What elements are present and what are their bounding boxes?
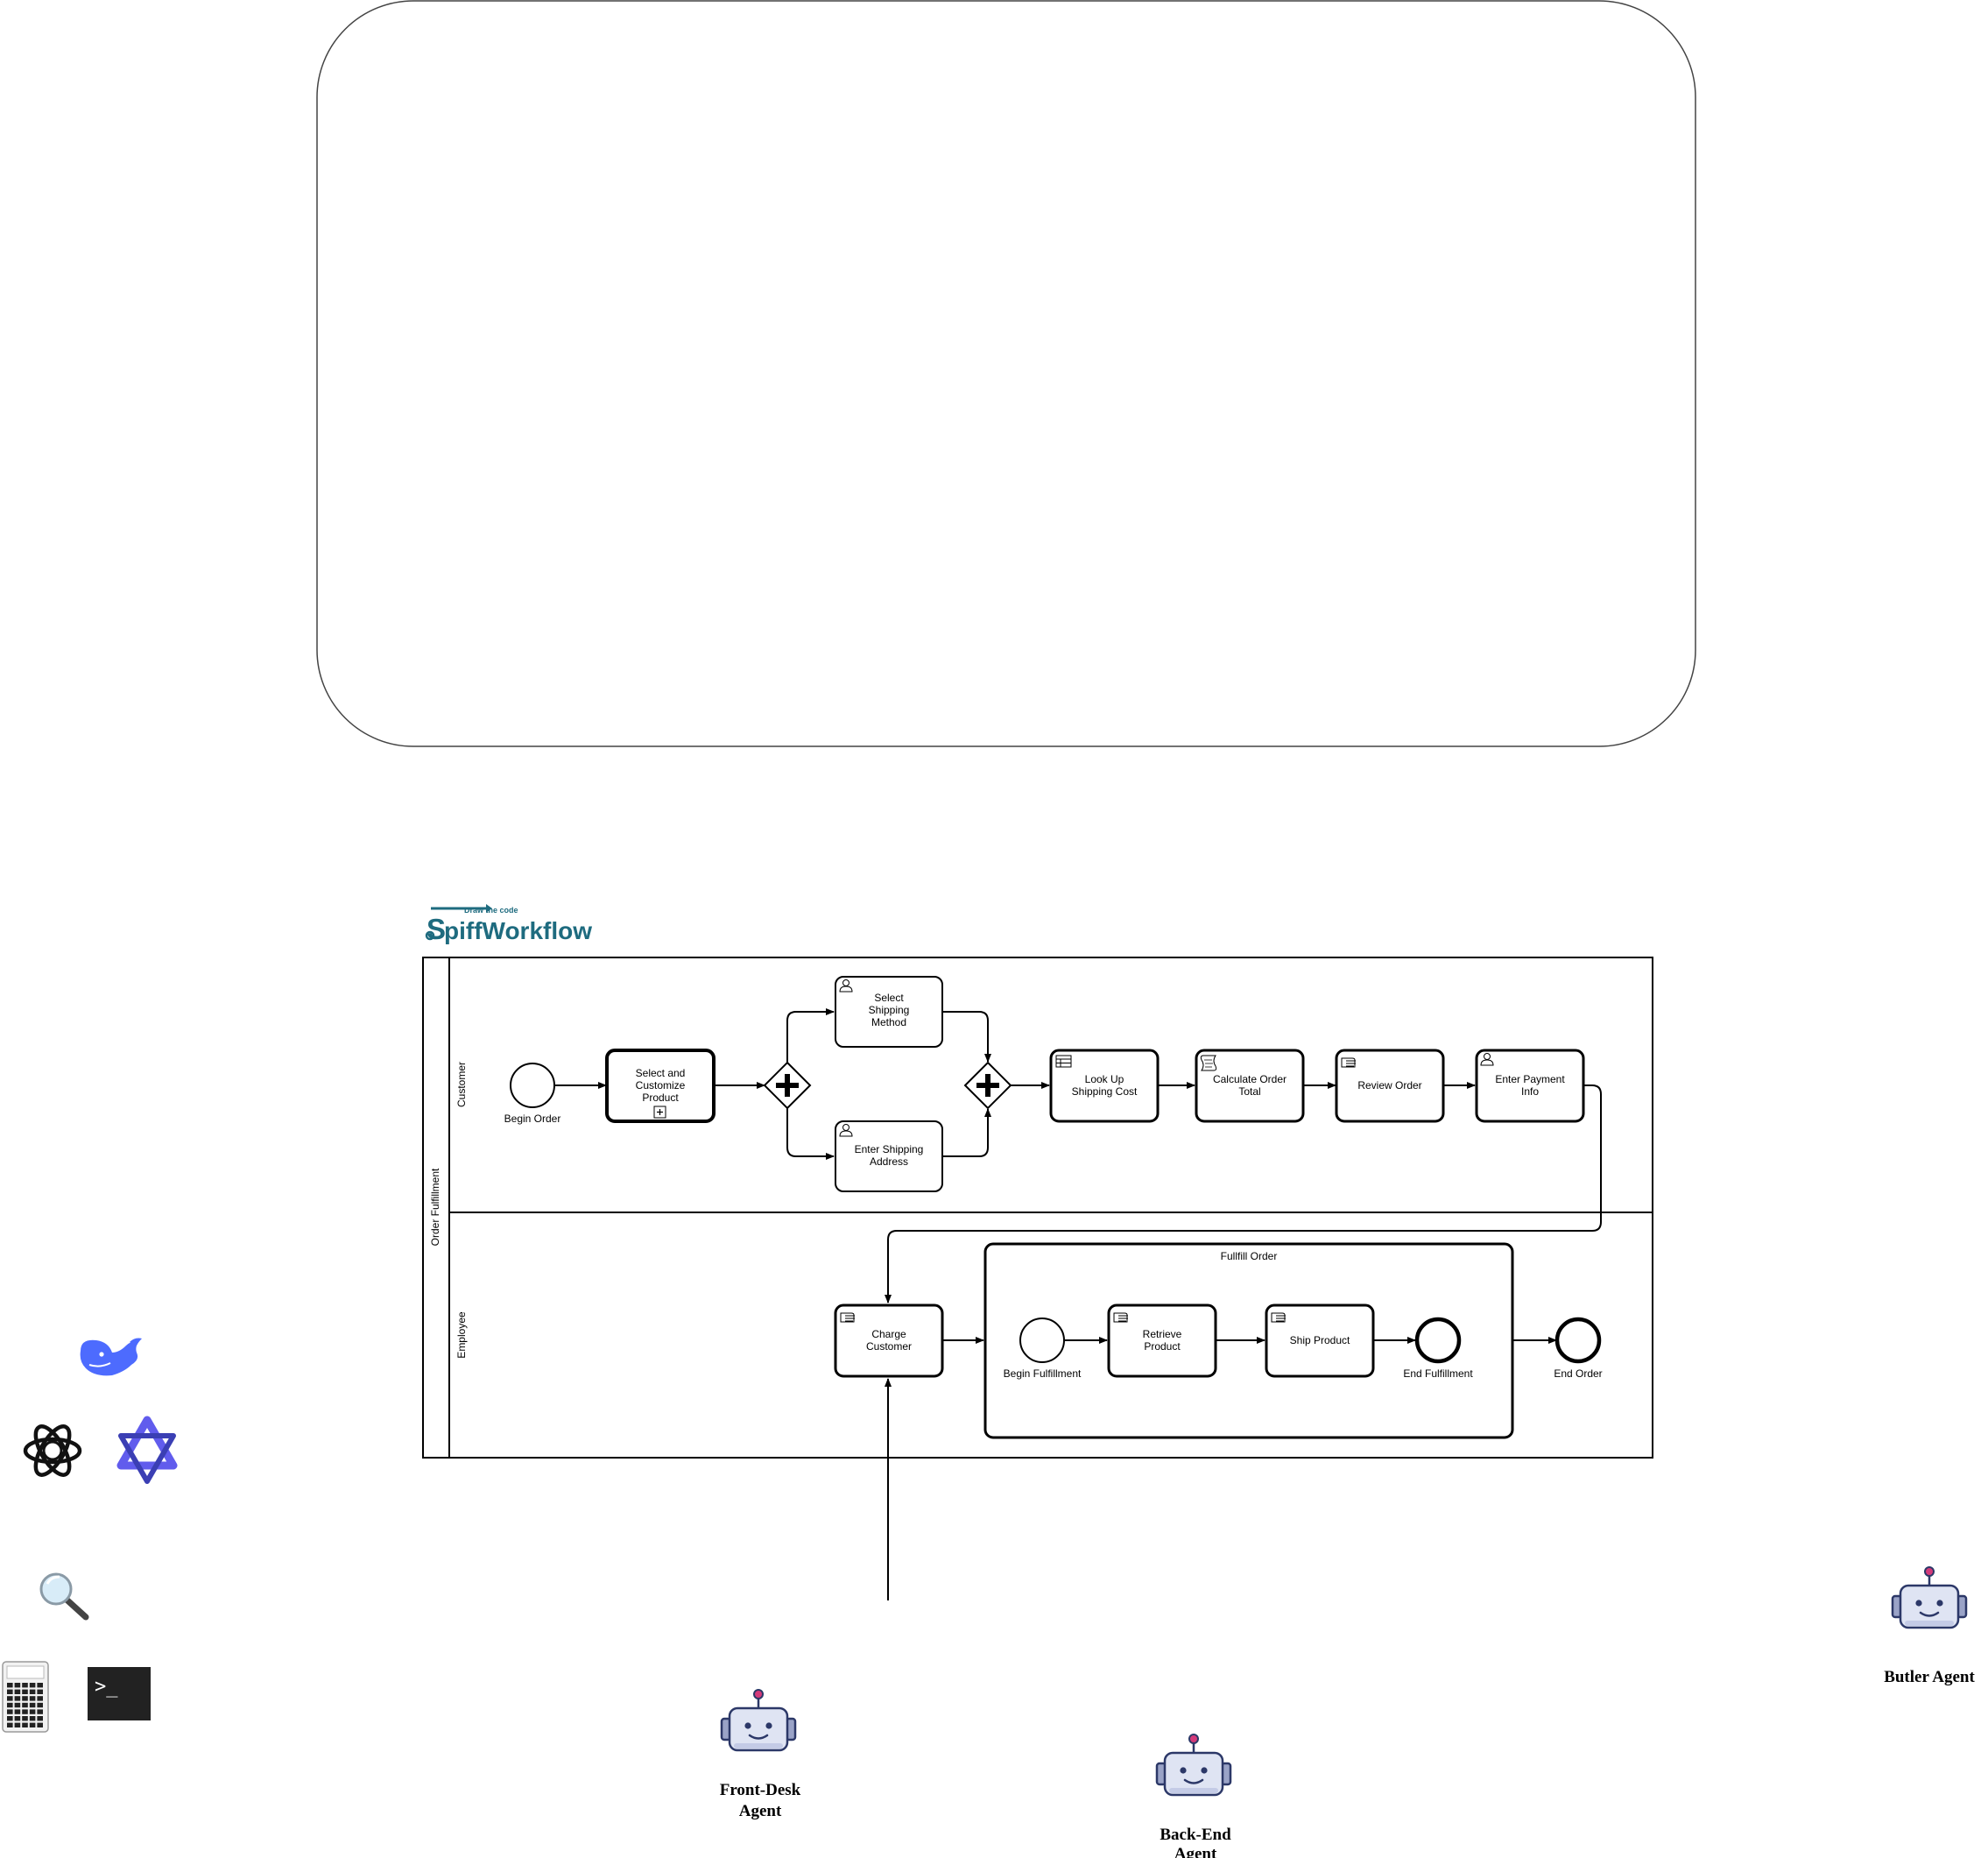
terminal-icon: >_ [88, 1667, 151, 1720]
svg-text:Ship Product: Ship Product [1290, 1334, 1350, 1346]
task-enter-shipping-address: Enter Shipping Address [835, 1120, 943, 1192]
calculator-icon [2, 1661, 49, 1733]
deepseek-icon [80, 1338, 142, 1376]
parallel-gateway-join [963, 1061, 1012, 1110]
user-task-icon [1480, 1053, 1494, 1066]
spiffworkflow-logo: Draw the code S piffWorkflow [425, 904, 592, 945]
search-icon [39, 1572, 89, 1621]
svg-text:End Fulfillment: End Fulfillment [1403, 1367, 1473, 1380]
task-enter-payment-info: Enter Payment Info [1475, 1049, 1585, 1123]
task-select-shipping-method: Select Shipping Method [835, 976, 943, 1048]
svg-text:Customer: Customer [866, 1340, 912, 1353]
pool-order-fulfillment: Order Fulfillment Customer Employee [422, 957, 1653, 1459]
svg-text:Product: Product [1144, 1340, 1181, 1353]
start-event-begin-order: Begin Order [504, 1063, 561, 1125]
manual-task-icon [1271, 1312, 1286, 1323]
task-ship-product: Ship Product [1265, 1303, 1375, 1378]
qwen-icon [116, 1416, 178, 1484]
front-desk-agent-icon [720, 1689, 797, 1752]
svg-text:Calculate Order: Calculate Order [1213, 1073, 1287, 1085]
task-select-customize-product: Select and Customize Product [605, 1049, 716, 1123]
front-desk-agent-label-2: Agent [739, 1802, 782, 1820]
svg-text:Begin Order: Begin Order [504, 1113, 561, 1125]
back-end-agent-label: Back-End [1160, 1826, 1231, 1844]
svg-text:End Order: End Order [1554, 1367, 1602, 1380]
end-event-end-fulfillment: End Fulfillment [1403, 1317, 1473, 1380]
end-event-end-order: End Order [1554, 1317, 1603, 1380]
svg-text:Select and: Select and [636, 1067, 686, 1079]
task-review-order: Review Order [1335, 1049, 1445, 1123]
svg-text:Look Up: Look Up [1085, 1073, 1124, 1085]
butler-agent-icon [1891, 1566, 1968, 1629]
svg-text:Customize: Customize [636, 1079, 686, 1091]
manual-task-icon [1113, 1312, 1128, 1323]
butler-agent-label: Butler Agent [1884, 1668, 1975, 1686]
empty-frame [316, 0, 1696, 747]
user-task-icon [839, 979, 853, 993]
task-charge-customer: Charge Customer [834, 1303, 944, 1378]
svg-text:Info: Info [1521, 1085, 1539, 1098]
svg-text:Draw the code: Draw the code [464, 906, 518, 915]
task-retrieve-product: Retrieve Product [1107, 1303, 1217, 1378]
svg-text:Enter Shipping: Enter Shipping [855, 1143, 924, 1155]
svg-text:Shipping: Shipping [869, 1004, 910, 1016]
svg-text:Fullfill Order: Fullfill Order [1221, 1250, 1278, 1262]
svg-text:Charge: Charge [871, 1328, 906, 1340]
back-end-agent-label-2: Agent [1174, 1845, 1217, 1858]
task-calculate-order-total: Calculate Order Total [1195, 1049, 1305, 1123]
manual-task-icon [840, 1312, 855, 1323]
lane-label-employee: Employee [455, 1311, 468, 1359]
lane-label-customer: Customer [455, 1062, 468, 1107]
script-task-icon [1200, 1055, 1217, 1071]
svg-text:Enter Payment: Enter Payment [1495, 1073, 1565, 1085]
openai-icon [23, 1424, 82, 1477]
manual-task-icon [1341, 1057, 1356, 1068]
svg-text:>_: >_ [95, 1676, 118, 1698]
svg-text:Retrieve: Retrieve [1143, 1328, 1182, 1340]
svg-text:Select: Select [874, 992, 904, 1004]
svg-text:Shipping Cost: Shipping Cost [1072, 1085, 1138, 1098]
expand-marker-icon [653, 1106, 666, 1119]
parallel-gateway-split [763, 1061, 812, 1110]
svg-text:Method: Method [871, 1016, 906, 1028]
task-look-up-shipping-cost: Look Up Shipping Cost [1049, 1049, 1160, 1123]
user-task-icon [839, 1124, 853, 1137]
pool-label: Order Fulfillment [429, 1168, 441, 1246]
business-rule-icon [1055, 1055, 1072, 1068]
svg-text:Address: Address [870, 1155, 908, 1168]
svg-text:piffWorkflow: piffWorkflow [444, 917, 592, 944]
svg-text:Review Order: Review Order [1357, 1079, 1421, 1091]
sequence-flows [555, 1008, 1602, 1600]
svg-text:Begin Fulfillment: Begin Fulfillment [1004, 1367, 1082, 1380]
svg-text:S: S [427, 913, 446, 945]
start-event-begin-fulfillment: Begin Fulfillment [1004, 1318, 1082, 1380]
back-end-agent-icon [1155, 1734, 1232, 1797]
svg-text:Product: Product [642, 1091, 679, 1104]
front-desk-agent-label: Front-Desk [720, 1781, 801, 1799]
subprocess-fullfill-order: Fullfill Order [983, 1242, 1514, 1439]
svg-text:Total: Total [1238, 1085, 1260, 1098]
